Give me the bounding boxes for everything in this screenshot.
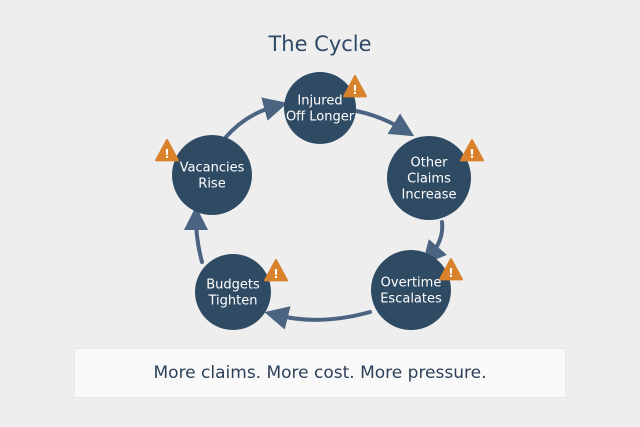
node-label-line: Tighten [208,294,258,309]
svg-text:!: ! [273,267,278,281]
warning-triangle-icon: ! [460,139,484,162]
cycle-arrow-3 [264,306,372,330]
node-label-line: Escalates [380,292,442,307]
node-label-line: Budgets [206,278,260,293]
node-circle [195,254,271,330]
node-label-line: Off Longer [286,110,355,125]
summary-text: More claims. More cost. More pressure. [153,363,487,383]
cycle-arrow-4 [184,206,209,264]
cycle-arrow-2 [422,220,447,266]
node-circle [387,136,471,220]
warning-triangle-icon: ! [155,139,179,162]
warning-triangle-icon: ! [264,259,288,282]
node-label-line: Claims [407,172,451,187]
node-circle [172,135,252,215]
warning-triangle-icon: ! [439,258,463,281]
svg-text:!: ! [164,147,169,161]
node-circle [284,72,356,144]
diagram-title: The Cycle [268,32,372,56]
svg-text:!: ! [469,147,474,161]
node-label-line: Vacancies [180,161,245,176]
node-circle [371,250,451,330]
node-label-line: Overtime [381,276,442,291]
node-label-line: Injured [297,94,342,109]
node-label-line: Other [411,156,449,171]
cycle-arrow-5 [224,97,288,139]
cycle-arrow-1 [348,108,415,137]
node-label-line: Increase [401,188,456,203]
svg-text:!: ! [352,83,357,97]
warning-triangle-icon: ! [343,75,367,98]
svg-text:!: ! [448,266,453,280]
node-label-line: Rise [198,177,225,192]
summary-banner: More claims. More cost. More pressure. [75,349,565,397]
